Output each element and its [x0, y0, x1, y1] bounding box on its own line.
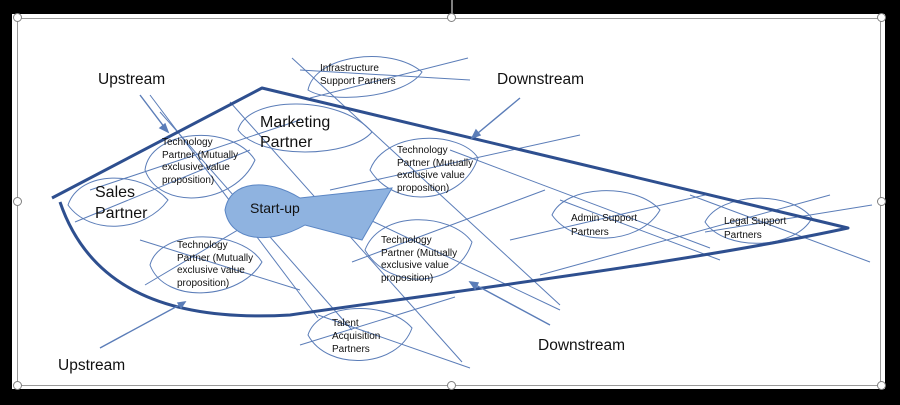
resize-handle[interactable] [447, 381, 456, 390]
leaf-outline [551, 190, 661, 239]
rib-line [309, 57, 469, 99]
label-sales-partner: Sales Partner [95, 184, 148, 222]
label-tech-partner-center-bottom: Technology Partner (Mutually exclusive v… [381, 235, 458, 284]
label-tech-partner-left-bottom: Technology Partner (Mutually exclusive v… [177, 240, 254, 289]
leaf-outline [237, 103, 373, 153]
resize-handle[interactable] [877, 381, 886, 390]
leaf-outline [307, 308, 413, 362]
label-legal-support: Legal Support Partners [724, 216, 787, 241]
arrowhead-icon [468, 281, 480, 291]
rib-line [329, 134, 581, 191]
resize-handle[interactable] [877, 13, 886, 22]
rib-line [369, 219, 561, 311]
resize-handle[interactable] [447, 13, 456, 22]
rib-line [139, 239, 301, 291]
fish-body-outline [51, 86, 850, 318]
label-talent-acquisition: Talent Acquisition Partners [332, 318, 381, 355]
resize-handle[interactable] [13, 197, 22, 206]
label-tech-partner-left-top: Technology Partner (Mutually exclusive v… [162, 137, 239, 186]
label-infrastructure: Infrastructure Support Partners [320, 63, 396, 87]
leaf-outline [67, 177, 169, 227]
arrowhead-icon [176, 301, 187, 310]
resize-handle[interactable] [13, 13, 22, 22]
rib-line [351, 189, 546, 263]
resize-handle[interactable] [877, 197, 886, 206]
rib-line [689, 194, 871, 263]
label-upstream-top: Upstream [98, 71, 166, 88]
rib-line [704, 204, 873, 233]
resize-handle[interactable] [13, 381, 22, 390]
leaf-outline [369, 137, 479, 198]
leaf-outline [364, 219, 473, 280]
label-downstream-bottom: Downstream [538, 337, 625, 354]
label-marketing-partner: Marketing Partner [260, 114, 331, 151]
label-startup: Start-up [250, 200, 300, 216]
startup-shape [224, 184, 393, 241]
rib-line [299, 296, 456, 346]
arrowhead-icon [470, 128, 482, 140]
rib-line [559, 199, 721, 261]
rib-line [317, 314, 471, 369]
rib-line [449, 149, 711, 249]
rib-line [291, 57, 561, 306]
arrow-line [99, 301, 186, 349]
leaf-outline [144, 134, 256, 199]
label-downstream-top: Downstream [497, 71, 584, 88]
arrow-line [471, 97, 521, 139]
leaf-outline [307, 56, 423, 98]
arrow-line [469, 281, 551, 326]
rib-line [539, 194, 831, 276]
rib-line [74, 149, 251, 223]
arrowhead-icon [158, 122, 170, 134]
leaf-outline [149, 236, 263, 294]
label-tech-partner-center-top: Technology Partner (Mutually exclusive v… [397, 145, 474, 194]
label-admin-support: Admin Support Partners [571, 213, 638, 238]
rib-line [299, 69, 471, 81]
label-upstream-bottom: Upstream [58, 357, 126, 374]
